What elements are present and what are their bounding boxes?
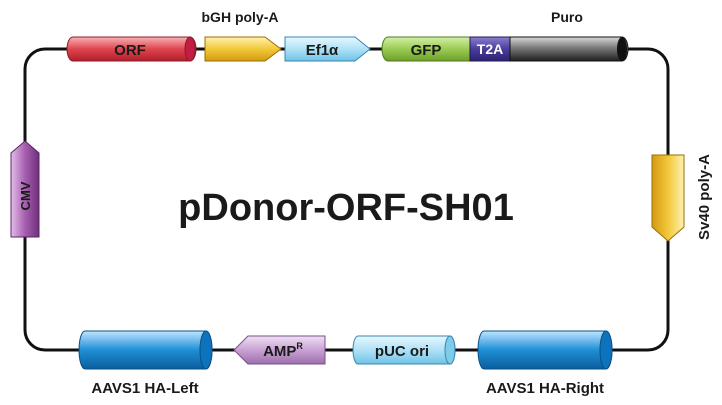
t2a-feature: T2A (469, 36, 511, 62)
ampr-feature: AMPR (233, 335, 326, 365)
aavs1-ha-left-label: AAVS1 HA-Left (91, 380, 198, 397)
ampr-label: AMPR (263, 341, 303, 360)
sv40-polya-feature: Sv40 poly-A (651, 154, 713, 242)
orf-label: ORF (114, 42, 146, 59)
cmv-feature: CMV (10, 140, 40, 238)
bgh-polya-feature: bGH poly-A (202, 9, 282, 62)
ef1a-feature: Ef1α (284, 36, 371, 62)
aavs1-ha-left-feature: AAVS1 HA-Left (78, 330, 213, 397)
bgh-polya-label: bGH poly-A (202, 9, 279, 25)
ef1a-label: Ef1α (306, 42, 339, 59)
t2a-label: T2A (477, 41, 503, 57)
ampr-label-main: AMP (263, 343, 296, 360)
puro-label: Puro (551, 9, 583, 25)
gfp-feature: GFP (381, 36, 471, 62)
sv40-polya-label: Sv40 poly-A (696, 154, 713, 240)
puc-ori-label: pUC ori (375, 343, 429, 360)
plasmid-title: pDonor-ORF-SH01 (178, 187, 514, 229)
puro-feature: Puro (509, 9, 629, 62)
orf-feature: ORF (66, 36, 197, 62)
ampr-label-superscript: R (296, 341, 303, 351)
aavs1-ha-right-feature: AAVS1 HA-Right (477, 330, 613, 397)
puc-ori-feature: pUC ori (352, 335, 456, 365)
cmv-label: CMV (18, 181, 33, 210)
gfp-label: GFP (411, 42, 442, 59)
aavs1-ha-right-label: AAVS1 HA-Right (486, 380, 604, 397)
